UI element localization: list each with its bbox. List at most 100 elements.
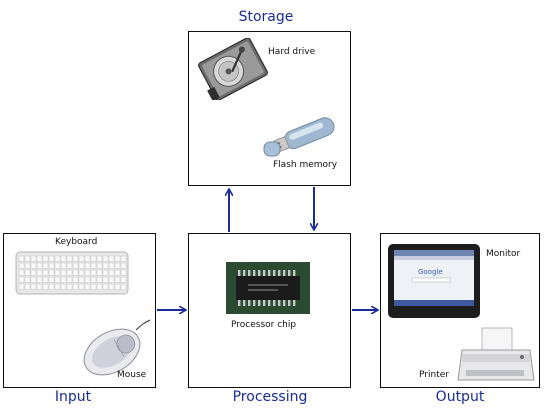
keyboard-key [36, 283, 43, 290]
keyboard-key [24, 283, 31, 290]
keyboard-image [15, 251, 129, 295]
keyboard-key [120, 283, 127, 290]
keyboard-key [78, 255, 85, 262]
keyboard-key [96, 276, 103, 283]
keyboard-key [78, 283, 85, 290]
keyboard-key [36, 269, 43, 276]
keyboard-key [18, 276, 25, 283]
keyboard-key [54, 255, 61, 262]
keyboard-key [102, 269, 109, 276]
input-heading: Input [54, 389, 92, 405]
output-heading: Output [435, 389, 485, 405]
keyboard-key [18, 262, 25, 269]
chip-pin [258, 270, 261, 276]
keyboard-key [114, 283, 121, 290]
keyboard-key [60, 262, 67, 269]
chip-pin [243, 270, 246, 276]
chip-pin [288, 270, 291, 276]
chip-pin [273, 300, 276, 306]
keyboard-key [72, 283, 79, 290]
keyboard-key [42, 269, 49, 276]
keyboard-key [120, 269, 127, 276]
keyboard-key [114, 255, 121, 262]
processor-chip-image [226, 262, 310, 314]
chip-pin [243, 300, 246, 306]
keyboard-key [42, 262, 49, 269]
keyboard-key [114, 269, 121, 276]
chip-pin [278, 270, 281, 276]
keyboard-key [120, 262, 127, 269]
chip-pin [273, 270, 276, 276]
keyboard-key [24, 276, 31, 283]
keyboard-key [30, 262, 37, 269]
keyboard-key [24, 262, 31, 269]
chip-pin [258, 300, 261, 306]
keyboard-key [60, 283, 67, 290]
keyboard-key [30, 255, 37, 262]
keyboard-key [66, 262, 73, 269]
keyboard-key [90, 269, 97, 276]
keyboard-key [42, 276, 49, 283]
keyboard-key [54, 283, 61, 290]
keyboard-key [54, 269, 61, 276]
keyboard-key [18, 283, 25, 290]
keyboard-key [24, 255, 31, 262]
keyboard-key [90, 262, 97, 269]
keyboard-key [54, 262, 61, 269]
keyboard-key [42, 255, 49, 262]
chip-pin [263, 300, 266, 306]
chip-pin [248, 300, 251, 306]
keyboard-key [78, 276, 85, 283]
keyboard-key [102, 255, 109, 262]
keyboard-key [108, 283, 115, 290]
keyboard-key [48, 262, 55, 269]
monitor-image: Google [388, 244, 480, 318]
keyboard-key [36, 262, 43, 269]
keyboard-key [108, 269, 115, 276]
chip-pin [253, 270, 256, 276]
keyboard-key [78, 262, 85, 269]
keyboard-key [90, 283, 97, 290]
processing-heading: Processing [232, 389, 308, 405]
keyboard-key [72, 262, 79, 269]
monitor-screen-text: Google [418, 268, 443, 276]
keyboard-key [96, 255, 103, 262]
storage-heading: Storage [238, 9, 294, 25]
keyboard-key [84, 255, 91, 262]
chip-pin [288, 300, 291, 306]
keyboard-label: Keyboard [55, 237, 98, 247]
keyboard-key [108, 276, 115, 283]
keyboard-key [72, 255, 79, 262]
keyboard-key [108, 262, 115, 269]
keyboard-key [96, 283, 103, 290]
keyboard-key [66, 269, 73, 276]
keyboard-key [84, 283, 91, 290]
chip-pin [283, 270, 286, 276]
keyboard-key [90, 276, 97, 283]
processor-chip-label: Processor chip [231, 320, 297, 330]
keyboard-key [78, 269, 85, 276]
chip-pin [293, 300, 296, 306]
keyboard-key [120, 276, 127, 283]
keyboard-key [96, 262, 103, 269]
chip-pin [253, 300, 256, 306]
keyboard-key [18, 255, 25, 262]
keyboard-key [84, 269, 91, 276]
printer-label: Printer [419, 370, 449, 380]
keyboard-key [72, 276, 79, 283]
chip-pin [268, 300, 271, 306]
keyboard-key [66, 255, 73, 262]
keyboard-key [102, 276, 109, 283]
flash-memory-label: Flash memory [273, 160, 338, 170]
keyboard-key [30, 276, 37, 283]
chip-pin [248, 270, 251, 276]
keyboard-key [24, 269, 31, 276]
chip-pin [268, 270, 271, 276]
chip-pin [283, 300, 286, 306]
keyboard-key [114, 262, 121, 269]
keyboard-key [90, 255, 97, 262]
keyboard-key [60, 255, 67, 262]
printer-image [457, 327, 535, 381]
chip-pin [293, 270, 296, 276]
